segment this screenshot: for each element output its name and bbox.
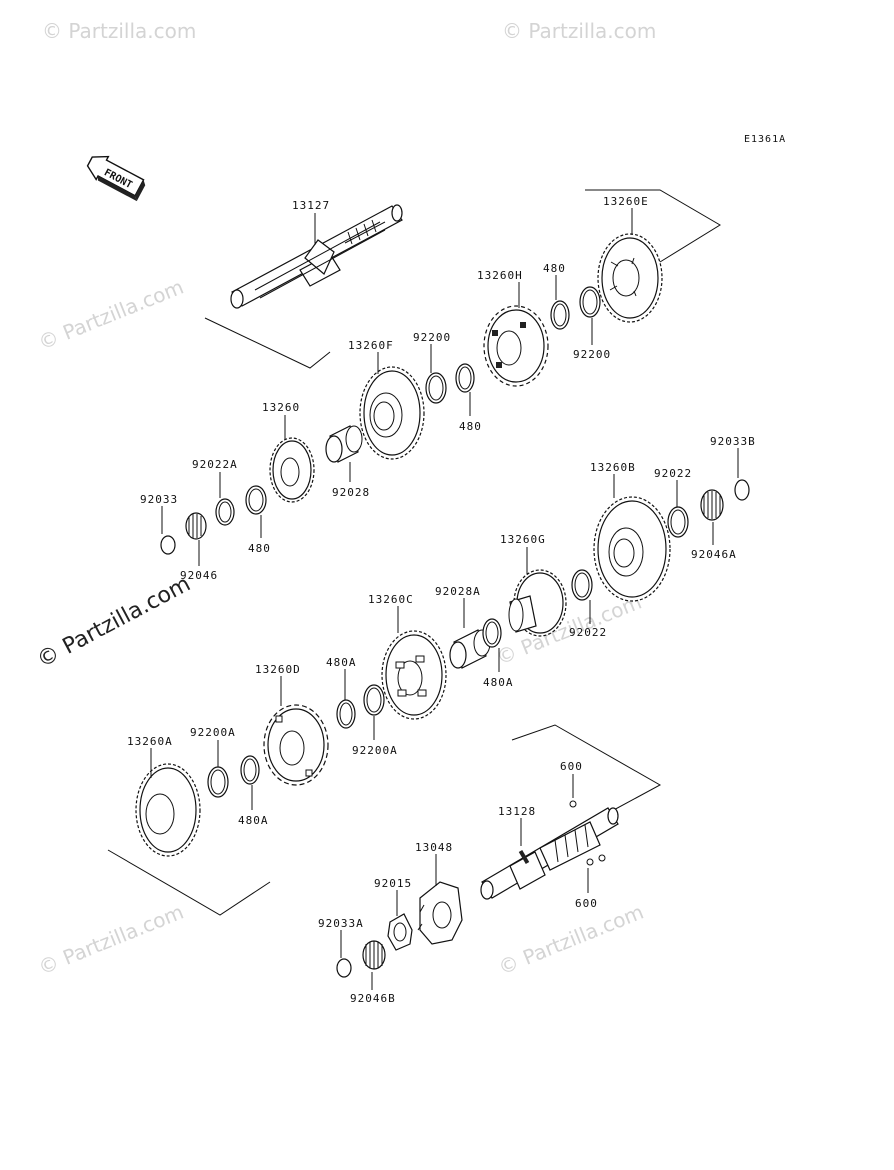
shaft-13128 xyxy=(480,807,619,900)
washer-92200A xyxy=(363,684,385,716)
circlip-480 xyxy=(550,300,570,330)
gear-13260E xyxy=(597,233,663,323)
part-label: 480A xyxy=(483,676,514,689)
part-label: 92200 xyxy=(413,331,451,344)
circlip-480A xyxy=(240,755,260,785)
part-label: 13260G xyxy=(500,533,546,546)
part-label: 13260H xyxy=(477,269,523,282)
part-label: 13260E xyxy=(603,195,649,208)
part-13048 xyxy=(417,881,463,945)
washer-92022A xyxy=(215,498,235,526)
part-label: 480A xyxy=(238,814,269,827)
pin-600 xyxy=(586,854,606,866)
watermark-dark: © Partzilla.com xyxy=(33,572,195,674)
gear-13260G xyxy=(508,569,567,637)
washer-92200 xyxy=(579,286,601,318)
part-label: 92033B xyxy=(710,435,756,448)
bearing-92046B xyxy=(362,940,386,970)
circlip-480A xyxy=(482,618,502,648)
nut-92015 xyxy=(387,913,413,951)
washer-92200A xyxy=(207,766,229,798)
washer-92200 xyxy=(425,372,447,404)
part-label: 92022A xyxy=(192,458,238,471)
diagram-code: E1361A xyxy=(744,134,786,145)
part-label: 92046 xyxy=(180,569,218,582)
part-label: 480A xyxy=(326,656,357,669)
part-label: 92022 xyxy=(654,467,692,480)
bearing-92046A xyxy=(700,489,724,521)
part-label: 13048 xyxy=(415,841,453,854)
part-label: 600 xyxy=(560,760,583,773)
bushing-92028A xyxy=(449,629,491,669)
circlip-480 xyxy=(455,363,475,393)
washer-92022 xyxy=(571,569,593,601)
part-label: 13260A xyxy=(127,735,173,748)
part-label: 13260C xyxy=(368,593,414,606)
part-label: 13128 xyxy=(498,805,536,818)
part-label: 480 xyxy=(543,262,566,275)
part-label: 13260B xyxy=(590,461,636,474)
circlip-480A xyxy=(336,699,356,729)
gear-13260 xyxy=(269,437,315,503)
circlip-92033B xyxy=(734,479,750,501)
gear-13260B xyxy=(593,496,671,602)
circlip-92033A xyxy=(336,958,352,978)
part-label: 92028 xyxy=(332,486,370,499)
circlip-92033 xyxy=(160,535,176,555)
front-arrow-icon: FRONT xyxy=(86,155,146,202)
part-label: 13260D xyxy=(255,663,301,676)
gear-13260F xyxy=(359,366,425,460)
circlip-480 xyxy=(245,485,267,515)
gear-13260C xyxy=(381,630,447,720)
part-label: 92033 xyxy=(140,493,178,506)
part-label: 92015 xyxy=(374,877,412,890)
bearing-92046 xyxy=(185,512,207,540)
gear-13260D xyxy=(263,704,329,786)
part-label: 92046B xyxy=(350,992,396,1005)
part-label: 92200 xyxy=(573,348,611,361)
part-label: 13127 xyxy=(292,199,330,212)
part-label: 92046A xyxy=(691,548,737,561)
gear-13260H xyxy=(483,305,549,387)
washer-92022 xyxy=(667,506,689,538)
part-label: 13260 xyxy=(262,401,300,414)
part-label: 92022 xyxy=(569,626,607,639)
watermark: © Partzilla.com xyxy=(495,900,647,980)
pin-600 xyxy=(569,800,577,808)
part-label: 92200A xyxy=(352,744,398,757)
gear-13260A xyxy=(135,763,201,857)
watermark: © Partzilla.com xyxy=(42,19,196,43)
part-label: 480 xyxy=(459,420,482,433)
part-label: 92033A xyxy=(318,917,364,930)
part-label: 480 xyxy=(248,542,271,555)
watermark: © Partzilla.com xyxy=(35,275,187,355)
bushing-92028 xyxy=(325,425,363,463)
watermark: © Partzilla.com xyxy=(502,19,656,43)
part-label: 92028A xyxy=(435,585,481,598)
part-label: 92200A xyxy=(190,726,236,739)
part-label: 600 xyxy=(575,897,598,910)
part-label: 13260F xyxy=(348,339,394,352)
shaft-13127 xyxy=(230,204,403,309)
watermark: © Partzilla.com xyxy=(35,900,187,980)
